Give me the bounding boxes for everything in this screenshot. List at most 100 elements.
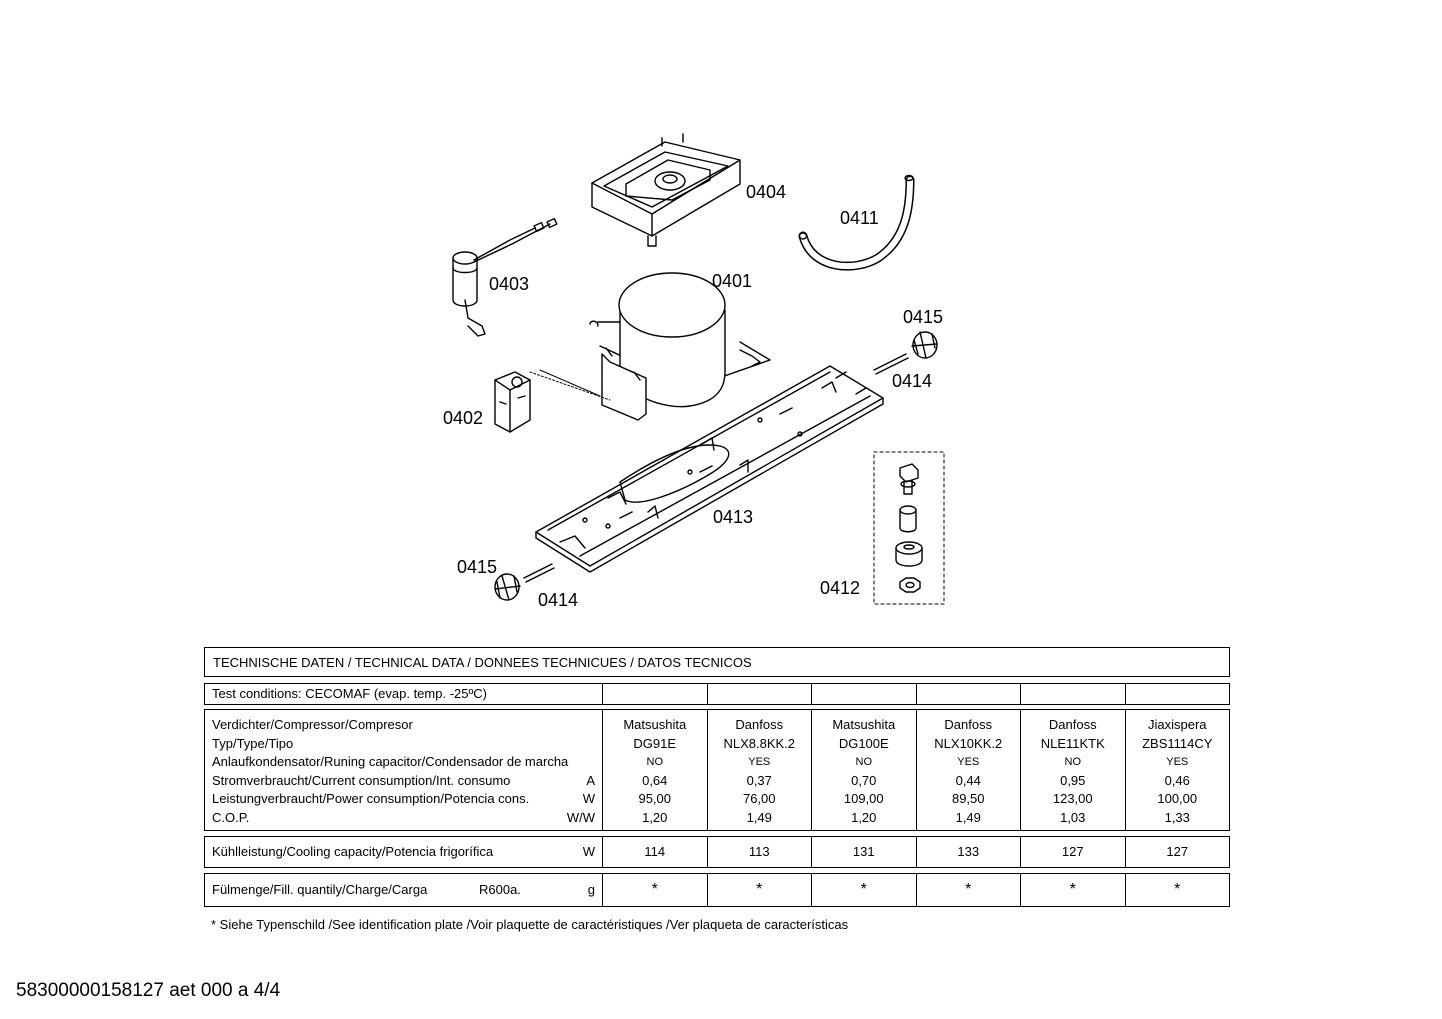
- specs-value-columns: Matsushita DG91E NO 0,64 95,00 1,20 Danf…: [603, 710, 1229, 830]
- maker-value: Danfoss: [944, 717, 993, 732]
- capacitor-value: NO: [646, 756, 664, 768]
- type-value: ZBS1114CY: [1142, 735, 1213, 751]
- charge-label-text: Fülmenge/Fill. quantily/Charge/Carga: [212, 882, 428, 897]
- part-label-0404: 0404: [746, 182, 786, 202]
- compressor-column: Matsushita DG100E NO 0,70 109,00 1,20: [812, 710, 917, 830]
- charge-value: *: [1174, 881, 1181, 898]
- power-value: 76,00: [742, 791, 776, 806]
- cooling-unit: W: [582, 844, 595, 859]
- type-value: NLX10KK.2: [934, 735, 1003, 751]
- part-label-0401: 0401: [712, 271, 752, 291]
- part-label-0403: 0403: [489, 274, 529, 294]
- compressor-column: Danfoss NLE11KTK NO 0,95 123,00 1,03: [1021, 710, 1126, 830]
- cooling-label-text: Kühlleistung/Cooling capacity/Potencia f…: [212, 844, 494, 859]
- specs-label-column: Verdichter/Compressor/Compresor Typ/Type…: [205, 710, 603, 830]
- part-label-0411: 0411: [840, 208, 879, 228]
- cop-value: 1,03: [1060, 809, 1086, 825]
- capacitor-value: NO: [1064, 756, 1082, 768]
- empty-cell: [1126, 684, 1230, 704]
- power-label-text: Leistungverbraucht/Power consumption/Pot…: [212, 791, 530, 806]
- capacitor-label: Anlaufkondensator/Runing capacitor/Conde…: [212, 754, 569, 769]
- capacitor-value: YES: [957, 756, 980, 768]
- power-label: Leistungverbraucht/Power consumption/Pot…: [205, 790, 602, 809]
- cop-value: 1,20: [642, 809, 668, 825]
- type-value: NLE11KTK: [1040, 735, 1105, 751]
- mounting-rail-drawing: [535, 365, 884, 573]
- current-value: 0,64: [642, 772, 668, 788]
- charge-value: *: [812, 874, 917, 906]
- cooling-value-columns: 114 113 131 133 127 127: [603, 837, 1229, 867]
- part-label-0413: 0413: [713, 507, 753, 527]
- type-value: DG91E: [633, 735, 677, 751]
- relay-drawing: [494, 369, 611, 433]
- current-label: Stromverbraucht/Current consumption/Int.…: [205, 772, 602, 791]
- empty-cell: [812, 684, 917, 704]
- cooling-value: 127: [1021, 837, 1126, 867]
- cop-unit: W/W: [566, 809, 595, 825]
- exploded-parts-diagram: 0404 0411 0403 0401 0415 0414 0402 0413 …: [443, 133, 945, 610]
- part-label-0415-lower: 0415: [457, 557, 497, 577]
- capacitor-value: YES: [1166, 756, 1189, 768]
- fastener-kit-drawing: [873, 451, 945, 605]
- power-value: 100,00: [1157, 791, 1198, 806]
- maker-value: Matsushita: [623, 717, 687, 732]
- test-conditions-row: Test conditions: CECOMAF (evap. temp. -2…: [204, 683, 1230, 705]
- capacitor-value: NO: [855, 756, 873, 768]
- part-label-0414-upper: 0414: [892, 371, 932, 391]
- drip-tray-drawing: [591, 133, 741, 247]
- cooling-label-cell: Kühlleistung/Cooling capacity/Potencia f…: [205, 837, 603, 867]
- part-label-0412: 0412: [820, 578, 860, 598]
- maker-value: Danfoss: [1048, 717, 1097, 732]
- test-conditions-cell: Test conditions: CECOMAF (evap. temp. -2…: [205, 684, 603, 704]
- compressor-column: Danfoss NLX8.8KK.2 YES 0,37 76,00 1,49: [708, 710, 812, 830]
- cop-label-text: C.O.P.: [212, 809, 250, 825]
- empty-cell: [917, 684, 1021, 704]
- part-label-0414-lower: 0414: [538, 590, 578, 610]
- charge-unit: g: [587, 882, 595, 897]
- power-value: 95,00: [638, 791, 672, 806]
- empty-cell: [603, 684, 708, 704]
- cop-value: 1,49: [746, 809, 772, 825]
- pin-and-grommet-upper-drawing: [873, 331, 938, 375]
- test-conditions-label: Test conditions: CECOMAF (evap. temp. -2…: [212, 686, 487, 701]
- power-unit: W: [582, 791, 595, 806]
- compressor-label: Verdichter/Compressor/Compresor: [212, 717, 413, 732]
- type-label: Typ/Type/Tipo: [212, 735, 294, 751]
- charge-value: *: [708, 874, 812, 906]
- cooling-value: 127: [1166, 844, 1189, 859]
- empty-cell: [1021, 684, 1126, 704]
- current-value: 0,37: [746, 772, 772, 788]
- compressor-specs-block: Verdichter/Compressor/Compresor Typ/Type…: [204, 709, 1230, 831]
- cop-value: 1,33: [1164, 809, 1190, 825]
- power-value: 89,50: [951, 791, 985, 806]
- pin-and-grommet-lower-drawing: [494, 563, 555, 601]
- compressor-column: Matsushita DG91E NO 0,64 95,00 1,20: [603, 710, 708, 830]
- power-value: 123,00: [1052, 791, 1093, 806]
- type-value: DG100E: [838, 735, 889, 751]
- test-conditions-columns: [603, 684, 1229, 704]
- hose-drawing: [798, 174, 915, 271]
- cooling-value: 133: [917, 837, 1021, 867]
- compressor-column: Jiaxispera ZBS1114CY YES 0,46 100,00 1,3…: [1126, 710, 1230, 830]
- cop-label: C.O.P. W/W: [205, 809, 602, 828]
- current-value: 0,95: [1060, 772, 1086, 788]
- part-label-0415-upper: 0415: [903, 307, 943, 327]
- power-value: 109,00: [843, 791, 884, 806]
- capacitor-value: YES: [748, 756, 771, 768]
- document-id: 58300000158127 aet 000 a 4/4: [16, 980, 281, 1001]
- maker-value: Jiaxispera: [1147, 717, 1207, 732]
- part-label-0402: 0402: [443, 408, 483, 428]
- charge-value: *: [917, 874, 1021, 906]
- cooling-value: 113: [708, 837, 812, 867]
- charge-value: *: [1021, 874, 1126, 906]
- current-value: 0,46: [1164, 772, 1190, 788]
- current-value: 0,44: [955, 772, 981, 788]
- cooling-capacity-row: Kühlleistung/Cooling capacity/Potencia f…: [204, 836, 1230, 868]
- empty-cell: [708, 684, 812, 704]
- cop-value: 1,20: [851, 809, 877, 825]
- technical-data-title: TECHNISCHE DATEN / TECHNICAL DATA / DONN…: [213, 655, 752, 670]
- compressor-drawing: [589, 272, 771, 421]
- charge-value: *: [603, 874, 708, 906]
